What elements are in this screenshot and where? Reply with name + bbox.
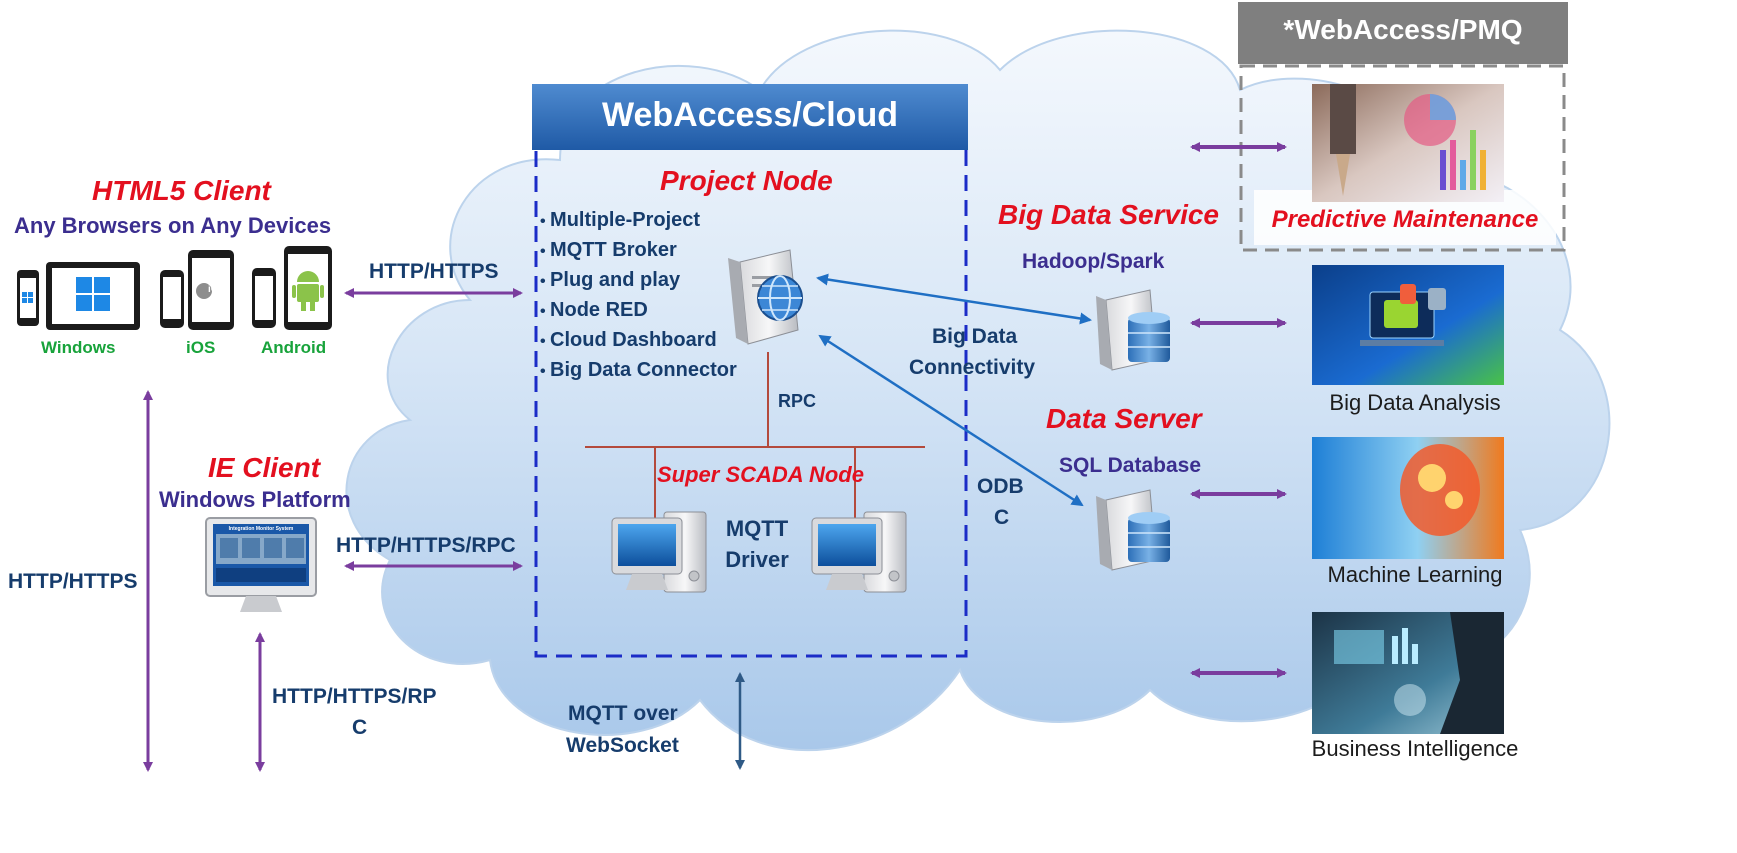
cloud-title: WebAccess/Cloud <box>601 96 898 134</box>
scada-computer-left-icon <box>611 511 707 593</box>
html5-link-label: HTTP/HTTPS <box>369 260 499 283</box>
business-intelligence-label: Business Intelligence <box>1311 736 1519 761</box>
device-label-android: Android <box>261 338 327 357</box>
pmq-title-bar <box>1238 2 1568 64</box>
ios-logo-text: iOS <box>208 284 226 295</box>
business-intelligence-image <box>1312 612 1504 734</box>
ie-client-subtitle: Windows Platform <box>159 487 351 512</box>
feature-item: • Plug and play <box>540 269 681 291</box>
odbc-arrow <box>818 334 1084 507</box>
big-data-connectivity-label-line2: Connectivity <box>909 356 1036 379</box>
feature-item: • Multiple-Project <box>540 209 701 231</box>
html5-client-subtitle: Any Browsers on Any Devices <box>14 213 332 238</box>
data-server-subtitle: SQL Database <box>1059 454 1202 477</box>
feature-item: • MQTT Broker <box>540 239 677 261</box>
device-label-ios: iOS <box>186 338 216 357</box>
hadoop-server-icon <box>1096 289 1170 371</box>
ie-client-screen-title: Integration Monitor System <box>228 526 294 532</box>
predictive-maintenance-label: Predictive Maintenance <box>1271 206 1539 233</box>
feature-item: • Node RED <box>540 299 648 321</box>
ie-client-title: IE Client <box>208 452 321 483</box>
big-data-analysis-image <box>1312 265 1504 385</box>
odbc-label-line2: C <box>994 506 1010 529</box>
ie-link-label: HTTP/HTTPS/RPC <box>336 534 516 557</box>
big-data-connectivity-label-line1: Big Data <box>932 325 1018 348</box>
machine-learning-image <box>1312 437 1504 559</box>
left-vertical-label: HTTP/HTTPS <box>8 570 138 593</box>
windows-phone-icon <box>17 270 39 326</box>
scada-computer-right-icon <box>811 511 907 593</box>
big-data-service-title: Big Data Service <box>998 199 1219 230</box>
mqtt-websocket-label-line1: MQTT over <box>568 702 678 725</box>
odbc-label-line1: ODB <box>977 475 1024 498</box>
ie-vertical-label-line2: C <box>352 716 368 739</box>
project-node-title: Project Node <box>660 165 833 196</box>
windows-tablet-icon <box>46 262 140 330</box>
mqtt-driver-label-line1: MQTT <box>725 516 789 541</box>
mqtt-websocket-label-line2: WebSocket <box>566 734 679 757</box>
iphone-icon <box>160 270 184 328</box>
big-data-connectivity-arrow <box>816 273 1092 325</box>
rpc-label: RPC <box>778 391 817 411</box>
cloud-title-bar <box>532 84 968 150</box>
feature-item: • Big Data Connector <box>540 359 737 381</box>
sql-server-icon <box>1096 489 1170 571</box>
mqtt-driver-label-line2: Driver <box>725 547 789 572</box>
ie-client-monitor-icon <box>205 517 317 612</box>
html5-client-title: HTML5 Client <box>92 175 271 206</box>
pmq-boundary-box <box>1239 64 1566 252</box>
big-data-analysis-label: Big Data Analysis <box>1329 390 1501 415</box>
project-node-features: • Multiple-Project • MQTT Broker • Plug … <box>540 206 737 386</box>
device-label-windows: Windows <box>41 338 116 357</box>
project-node-server-icon <box>728 249 803 345</box>
predictive-maintenance-image <box>1312 84 1504 202</box>
pmq-title: *WebAccess/PMQ <box>1283 14 1523 45</box>
big-data-service-subtitle: Hadoop/Spark <box>1022 250 1165 273</box>
feature-item: • Cloud Dashboard <box>540 329 717 351</box>
machine-learning-label: Machine Learning <box>1327 562 1503 587</box>
ie-vertical-label-line1: HTTP/HTTPS/RP <box>272 685 437 708</box>
android-tablet-icon <box>284 246 332 330</box>
apple-logo-icon <box>196 283 212 299</box>
super-scada-node-title: Super SCADA Node <box>657 462 864 487</box>
android-phone-icon <box>252 268 276 328</box>
data-server-title: Data Server <box>1046 403 1202 434</box>
ipad-icon <box>188 250 234 330</box>
